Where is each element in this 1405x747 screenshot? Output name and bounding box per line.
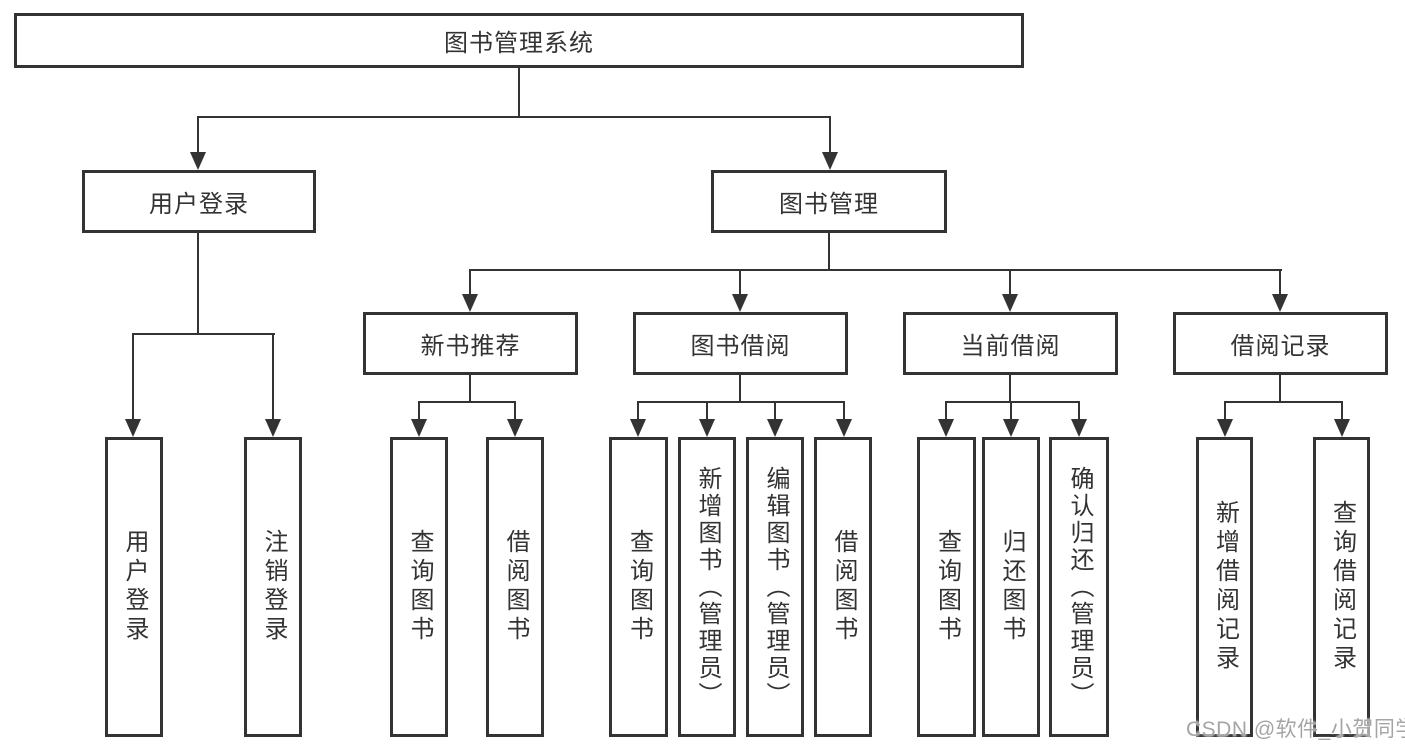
node-borrow-records: 借阅记录 bbox=[1173, 312, 1388, 375]
connector-vline bbox=[1009, 269, 1011, 294]
connector-vline bbox=[637, 401, 639, 419]
leaf-record-query: 查询借阅记录 bbox=[1313, 437, 1370, 737]
connector-vline bbox=[1224, 401, 1226, 419]
arrow-down-icon bbox=[836, 419, 852, 437]
arrow-down-icon bbox=[938, 419, 954, 437]
leaf-user-login: 用户登录 bbox=[105, 437, 163, 737]
node-root-label: 图书管理系统 bbox=[444, 30, 594, 57]
connector-vline bbox=[518, 68, 520, 117]
arrow-down-icon bbox=[462, 294, 478, 312]
connector-vline bbox=[418, 401, 420, 419]
leaf-record-add-label: 新增借阅记录 bbox=[1211, 500, 1239, 674]
arrow-down-icon bbox=[411, 419, 427, 437]
leaf-newbook-borrow: 借阅图书 bbox=[486, 437, 544, 737]
node-current-borrow: 当前借阅 bbox=[903, 312, 1118, 375]
leaf-current-confirm: 确认归还（管理员） bbox=[1049, 437, 1109, 737]
connector-hline bbox=[197, 116, 831, 118]
arrow-down-icon bbox=[767, 419, 783, 437]
connector-vline bbox=[828, 233, 830, 271]
arrow-down-icon bbox=[1071, 419, 1087, 437]
node-borrowing-label: 图书借阅 bbox=[690, 333, 791, 360]
leaf-current-confirm-label: 确认归还（管理员） bbox=[1066, 465, 1093, 709]
connector-vline bbox=[469, 375, 471, 402]
leaf-user-login-label: 用户登录 bbox=[121, 529, 148, 645]
connector-vline bbox=[1279, 269, 1281, 294]
arrow-down-icon bbox=[1002, 294, 1018, 312]
connector-vline bbox=[1341, 401, 1343, 419]
arrow-down-icon bbox=[507, 419, 523, 437]
connector-vline bbox=[739, 269, 741, 294]
leaf-record-add: 新增借阅记录 bbox=[1196, 437, 1253, 737]
csdn-watermark: CSDN @软件_小贺同学 bbox=[1186, 718, 1405, 741]
connector-hline bbox=[637, 401, 845, 403]
connector-hline bbox=[418, 401, 516, 403]
connector-vline bbox=[1078, 401, 1080, 419]
node-user-login: 用户登录 bbox=[82, 170, 316, 233]
connector-vline bbox=[843, 401, 845, 419]
connector-vline bbox=[197, 233, 199, 335]
connector-vline bbox=[829, 116, 831, 154]
leaf-record-query-label: 查询借阅记录 bbox=[1328, 500, 1356, 674]
node-new-books-label: 新书推荐 bbox=[420, 333, 521, 360]
connector-vline bbox=[197, 116, 199, 154]
leaf-borrow-query-label: 查询图书 bbox=[625, 529, 653, 645]
connector-vline bbox=[774, 401, 776, 419]
connector-vline bbox=[945, 401, 947, 419]
arrow-down-icon bbox=[699, 419, 715, 437]
connector-vline bbox=[1009, 375, 1011, 402]
leaf-current-return: 归还图书 bbox=[982, 437, 1040, 737]
connector-vline bbox=[272, 333, 274, 419]
node-book-mgmt-label: 图书管理 bbox=[779, 191, 879, 218]
leaf-borrow-borrow: 借阅图书 bbox=[814, 437, 872, 737]
arrow-down-icon bbox=[265, 419, 281, 437]
arrow-down-icon bbox=[1334, 419, 1350, 437]
leaf-newbook-query-label: 查询图书 bbox=[406, 529, 433, 645]
connector-vline bbox=[1279, 375, 1281, 402]
connector-vline bbox=[706, 401, 708, 419]
connector-vline bbox=[739, 375, 741, 402]
leaf-current-query: 查询图书 bbox=[917, 437, 976, 737]
leaf-borrow-edit: 编辑图书（管理员） bbox=[746, 437, 804, 737]
leaf-newbook-query: 查询图书 bbox=[390, 437, 448, 737]
arrow-down-icon bbox=[732, 294, 748, 312]
node-borrowing: 图书借阅 bbox=[633, 312, 848, 375]
node-book-mgmt: 图书管理 bbox=[711, 170, 947, 233]
node-root: 图书管理系统 bbox=[14, 13, 1024, 68]
connector-vline bbox=[514, 401, 516, 419]
leaf-borrow-add: 新增图书（管理员） bbox=[678, 437, 736, 737]
connector-hline bbox=[1224, 401, 1343, 403]
node-current-borrow-label: 当前借阅 bbox=[960, 333, 1061, 360]
connector-vline bbox=[132, 333, 134, 419]
leaf-borrow-borrow-label: 借阅图书 bbox=[830, 529, 857, 645]
leaf-borrow-edit-label: 编辑图书（管理员） bbox=[762, 465, 789, 709]
leaf-newbook-borrow-label: 借阅图书 bbox=[502, 529, 529, 645]
leaf-logout-label: 注销登录 bbox=[260, 529, 287, 645]
node-borrow-records-label: 借阅记录 bbox=[1230, 333, 1331, 360]
leaf-borrow-query: 查询图书 bbox=[609, 437, 668, 737]
arrow-down-icon bbox=[125, 419, 141, 437]
connector-hline bbox=[469, 269, 1282, 271]
connector-hline bbox=[132, 333, 275, 335]
leaf-current-return-label: 归还图书 bbox=[998, 529, 1025, 645]
connector-hline bbox=[945, 401, 1080, 403]
arrow-down-icon bbox=[822, 152, 838, 170]
node-user-login-label: 用户登录 bbox=[149, 191, 249, 218]
arrow-down-icon bbox=[1217, 419, 1233, 437]
connector-vline bbox=[1010, 401, 1012, 419]
arrow-down-icon bbox=[1272, 294, 1288, 312]
leaf-borrow-add-label: 新增图书（管理员） bbox=[694, 465, 721, 709]
connector-vline bbox=[469, 269, 471, 294]
leaf-current-query-label: 查询图书 bbox=[933, 529, 961, 645]
arrow-down-icon bbox=[630, 419, 646, 437]
arrow-down-icon bbox=[1003, 419, 1019, 437]
node-new-books: 新书推荐 bbox=[363, 312, 578, 375]
arrow-down-icon bbox=[190, 152, 206, 170]
leaf-logout: 注销登录 bbox=[244, 437, 302, 737]
